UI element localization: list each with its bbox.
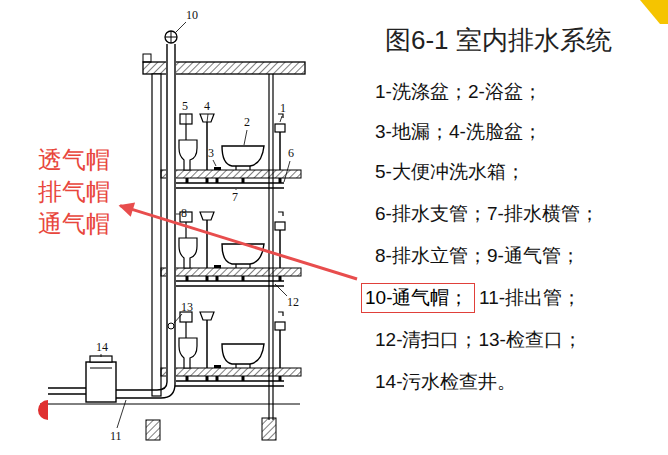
leader-line	[244, 130, 247, 145]
left-wall	[152, 74, 161, 396]
legend-text: 6-排水支管；7-排水横管；	[375, 202, 599, 226]
manhole	[86, 362, 116, 402]
stack-pipe	[166, 44, 167, 382]
callout-number: 3	[208, 147, 214, 160]
leader-line	[213, 160, 216, 166]
callout-number: 12	[287, 296, 299, 309]
node-text: 10-通气帽；	[365, 286, 471, 310]
roof-slab	[143, 54, 151, 62]
fixtures	[175, 212, 285, 286]
manhole	[90, 368, 112, 369]
legend-text: 3-地漏；4-洗脸盆；	[375, 120, 542, 144]
leader-line	[101, 354, 102, 357]
stack-pipe	[168, 323, 174, 329]
highlight-box: 10-通气帽；	[361, 283, 475, 313]
manhole	[48, 387, 86, 388]
corner-icon	[38, 400, 48, 420]
stack-pipe	[116, 384, 175, 398]
floor-slab	[161, 268, 301, 276]
legend-text: 5-大便冲洗水箱；	[375, 160, 525, 184]
legend-text: 1-洗涤盆；2-浴盆；	[375, 80, 542, 104]
callout-number: 5	[182, 100, 188, 113]
callout-number: 6	[288, 147, 294, 160]
legend-text: 12-清扫口；13-检查口；	[375, 328, 582, 352]
callout-number: 14	[96, 341, 108, 354]
vent-cap	[165, 31, 177, 43]
floor-slab	[161, 368, 301, 376]
leader-line	[117, 400, 126, 428]
callout-number: 8	[181, 207, 187, 220]
leader-line	[174, 314, 182, 323]
leader-line	[101, 22, 290, 428]
pointer-arrow	[120, 206, 357, 279]
floor-slab	[161, 170, 301, 178]
leader-line	[236, 189, 237, 190]
leader-line	[176, 214, 180, 215]
callout-number: 1	[280, 102, 286, 115]
stack-pipe	[166, 44, 176, 384]
callout-number: 4	[204, 100, 210, 113]
callout-number: 11	[110, 430, 122, 443]
callout-number: 7	[232, 191, 238, 204]
alias-note: 透气帽 排气帽 通气帽	[38, 144, 114, 240]
callout-number: 2	[244, 116, 250, 129]
leader-line	[186, 114, 187, 124]
fixtures	[175, 312, 285, 386]
stack-pipe	[116, 382, 167, 390]
manhole	[48, 356, 116, 402]
legend-text: 11-排出管；	[479, 286, 581, 310]
ground	[40, 404, 300, 440]
vent-cap	[171, 31, 172, 43]
ground	[146, 420, 160, 440]
manhole	[48, 393, 86, 394]
leader-line	[284, 161, 290, 182]
ground	[40, 404, 300, 405]
stack-pipe	[174, 44, 175, 384]
leader-line	[176, 22, 186, 32]
corner-icon	[640, 0, 668, 24]
fixtures	[175, 114, 285, 188]
leader-line	[207, 114, 208, 122]
legend-text: 14-污水检查井。	[375, 370, 516, 394]
ground	[262, 418, 276, 440]
callout-number: 13	[181, 301, 193, 314]
vent-cap	[165, 31, 177, 43]
node-text: 透气帽 排气帽 通气帽	[38, 144, 114, 240]
callout-number: 10	[186, 9, 198, 22]
figure-title: 图6-1 室内排水系统	[385, 24, 612, 57]
leader-line	[280, 116, 282, 122]
leader-line	[275, 284, 287, 296]
legend-text: 8-排水立管；9-通气管；	[375, 244, 580, 268]
